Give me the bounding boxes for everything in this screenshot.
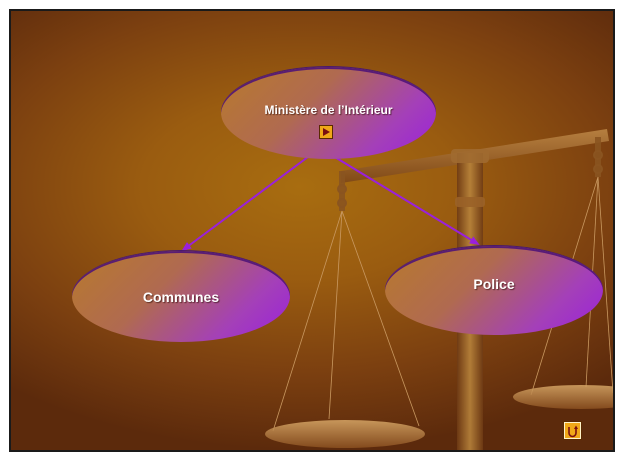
play-button[interactable] (319, 125, 333, 139)
node-ministere-label: Ministère de l’Intérieur (264, 103, 393, 117)
slide: Ministère de l’Intérieur Communes Police (9, 9, 615, 452)
node-communes: Communes (72, 250, 290, 342)
node-police: Police (385, 245, 603, 335)
edge-top-to-left (181, 147, 321, 252)
play-icon (323, 128, 330, 136)
node-communes-label: Communes (142, 288, 220, 305)
scales-of-justice-illustration (265, 129, 613, 450)
return-icon (568, 425, 578, 438)
node-police-label: Police (473, 275, 515, 292)
diagram-edges (181, 147, 480, 252)
node-ministere-interieur: Ministère de l’Intérieur (221, 66, 436, 159)
edge-top-to-right (319, 147, 480, 246)
return-button[interactable] (563, 421, 582, 440)
